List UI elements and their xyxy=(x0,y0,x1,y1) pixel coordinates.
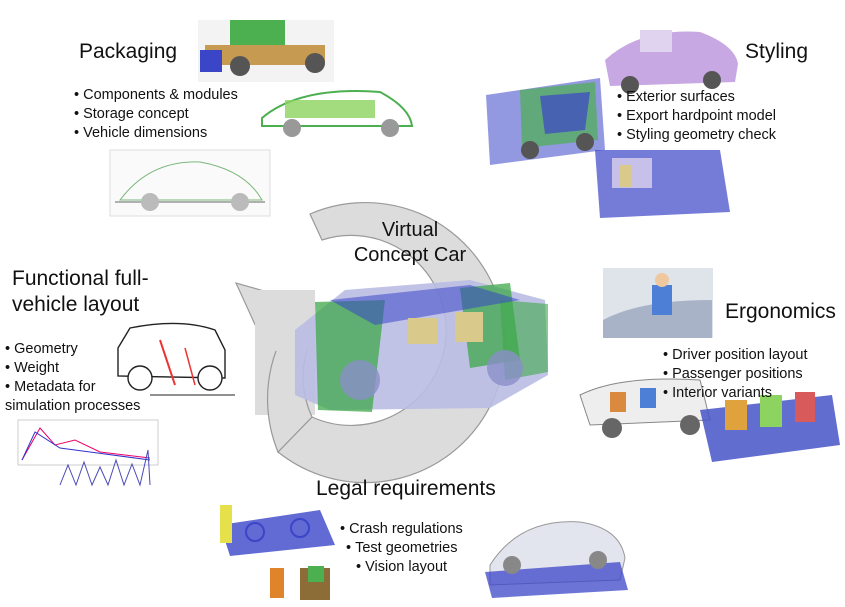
styling-title: Styling xyxy=(745,40,809,63)
functional-list-continuation: simulation processes xyxy=(5,398,141,414)
ergonomics-list: Driver position layout Passenger positio… xyxy=(663,346,808,403)
center-label-line2: Concept Car xyxy=(353,244,467,266)
packaging-images xyxy=(109,20,414,217)
functional-title-line1: Functional full- xyxy=(12,267,149,290)
list-item: Crash regulations xyxy=(340,520,463,539)
functional-title-line2: vehicle layout xyxy=(12,293,140,316)
list-item: Vehicle dimensions xyxy=(74,124,238,143)
list-item: Geometry xyxy=(5,340,96,359)
list-item: Exterior surfaces xyxy=(617,88,776,107)
list-item: Styling geometry check xyxy=(617,126,776,145)
list-item: Storage concept xyxy=(74,105,238,124)
packaging-title: Packaging xyxy=(79,40,178,63)
packaging-list: Components & modules Storage concept Veh… xyxy=(74,86,238,143)
list-item: Test geometries xyxy=(340,539,463,558)
list-item: Weight xyxy=(5,359,96,378)
list-item: Metadata for xyxy=(5,378,95,397)
list-item: Interior variants xyxy=(663,384,808,403)
functional-list: Geometry Weight Metadata for xyxy=(5,340,96,397)
styling-images xyxy=(486,30,738,218)
functional-images xyxy=(17,322,235,487)
ergonomics-title: Ergonomics xyxy=(725,300,836,323)
list-item: Export hardpoint model xyxy=(617,107,776,126)
legal-title: Legal requirements xyxy=(316,477,496,500)
list-item: Driver position layout xyxy=(663,346,807,365)
center-label-line1: Virtual xyxy=(381,219,439,241)
functional-title: Functional full- vehicle layout xyxy=(12,266,149,318)
center-label: Virtual Concept Car xyxy=(335,218,485,268)
central-car-model xyxy=(295,280,548,412)
styling-list: Exterior surfaces Export hardpoint model… xyxy=(617,88,776,145)
legal-list: Crash regulations Test geometries Vision… xyxy=(340,520,463,577)
list-item: Components & modules xyxy=(74,86,238,105)
legal-images xyxy=(220,505,628,600)
list-item: Passenger positions xyxy=(663,365,808,384)
list-item: Vision layout xyxy=(340,558,463,577)
